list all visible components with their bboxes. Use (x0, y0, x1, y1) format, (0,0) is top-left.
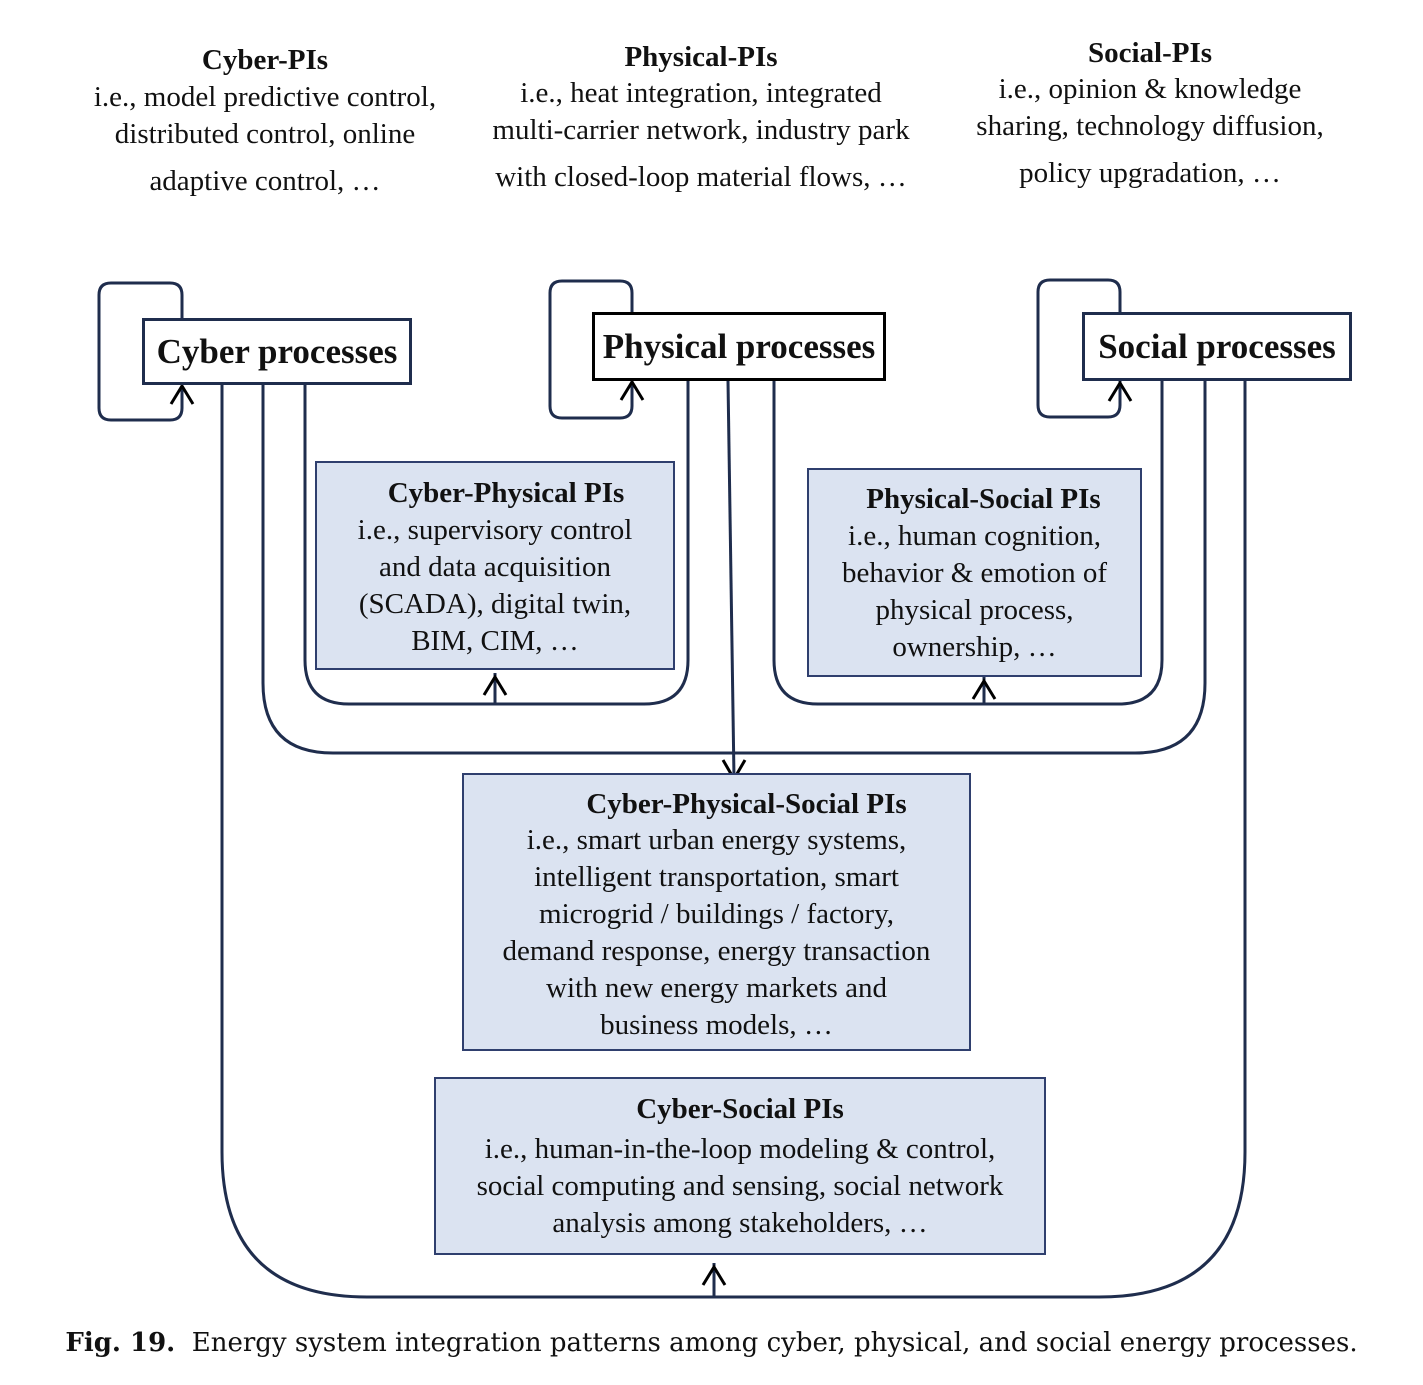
cyber-physical-pis-title: Cyber-Physical PIs (387, 477, 625, 509)
cyber-physical-pis-line: (SCADA), digital twin, (358, 588, 632, 620)
cyber-pis-header: Cyber-PIs i.e., model predictive control… (60, 46, 470, 201)
cyber-social-pis-box: Cyber-Social PIs i.e., human-in-the-loop… (434, 1077, 1046, 1255)
physical-pis-line: i.e., heat integration, integrated (520, 77, 882, 109)
figure-caption: Fig. 19. Energy system integration patte… (0, 1328, 1423, 1358)
physical-social-pis-title: Physical-Social PIs (866, 483, 1101, 515)
cyber-processes-box: Cyber processes (142, 318, 412, 385)
cyber-self-loop (97, 281, 184, 422)
arrowhead (971, 678, 997, 700)
cyber-pis-line: distributed control, online (114, 118, 416, 150)
arrowhead (619, 379, 645, 401)
physical-social-loop (772, 380, 1164, 706)
social-pis-header: Social-PIs i.e., opinion & knowledge sha… (950, 39, 1350, 193)
cyber-physical-social-pis-line: intelligent transportation, smart (534, 861, 899, 893)
physical-social-pis-line: behavior & emotion of (842, 557, 1107, 589)
arrowhead (1107, 380, 1133, 402)
cyber-physical-social-pis-box: Cyber-Physical-Social PIs i.e., smart ur… (462, 773, 971, 1051)
cyber-physical-social-pis-line: with new energy markets and (546, 972, 887, 1004)
cyber-social-loop (220, 381, 1247, 1299)
cyber-physical-pis-line: i.e., supervisory control (357, 514, 633, 546)
cyber-pis-line: i.e., model predictive control, (93, 81, 437, 113)
social-pis-title: Social-PIs (1087, 37, 1213, 69)
cyber-social-pis-line: i.e., human-in-the-loop modeling & contr… (484, 1133, 996, 1165)
arrowhead (482, 674, 508, 696)
cyber-pis-title: Cyber-PIs (201, 44, 329, 76)
physical-self-loop (548, 279, 634, 420)
physical-social-pis-box: Physical-Social PIs i.e., human cognitio… (807, 468, 1142, 677)
physical-processes-box: Physical processes (592, 312, 886, 381)
arrowhead (169, 383, 195, 405)
social-pis-line: policy upgradation, … (1019, 157, 1281, 189)
physical-pis-line: with closed-loop material flows, … (495, 161, 907, 193)
physical-social-pis-line: i.e., human cognition, (848, 520, 1101, 552)
arrowhead (701, 1264, 727, 1286)
social-processes-box: Social processes (1082, 312, 1352, 381)
physical-pis-title: Physical-PIs (624, 41, 778, 73)
cyber-social-pis-line: analysis among stakeholders, … (552, 1207, 928, 1239)
cyber-social-pis-title: Cyber-Social PIs (636, 1093, 844, 1125)
cyber-physical-social-pis-line: demand response, energy transaction (502, 935, 931, 967)
social-pis-line: sharing, technology diffusion, (976, 110, 1324, 142)
cyber-physical-pis-line: BIM, CIM, … (411, 625, 579, 657)
cyber-physical-pis-box: Cyber-Physical PIs i.e., supervisory con… (315, 461, 675, 670)
physical-social-pis-line: physical process, (875, 594, 1074, 626)
cyber-physical-social-pis-line: i.e., smart urban energy systems, (526, 824, 907, 856)
cyber-physical-pis-line: and data acquisition (379, 551, 611, 583)
cyber-social-pis-line: social computing and sensing, social net… (476, 1170, 1004, 1202)
figure-label: Fig. 19. (65, 1328, 176, 1358)
cyber-physical-social-pis-line: microgrid / buildings / factory, (539, 898, 894, 930)
physical-pis-header: Physical-PIs i.e., heat integration, int… (466, 43, 936, 197)
social-self-loop (1036, 278, 1122, 419)
physical-social-pis-line: ownership, … (892, 631, 1057, 663)
cyber-physical-social-pis-line: business models, … (600, 1009, 833, 1041)
figure-caption-text: Energy system integration patterns among… (191, 1328, 1358, 1358)
cyber-pis-line: adaptive control, … (149, 165, 381, 197)
social-pis-line: i.e., opinion & knowledge (998, 73, 1302, 105)
physical-pis-line: multi-carrier network, industry park (492, 114, 910, 146)
cyber-physical-social-pis-title: Cyber-Physical-Social PIs (586, 788, 907, 820)
